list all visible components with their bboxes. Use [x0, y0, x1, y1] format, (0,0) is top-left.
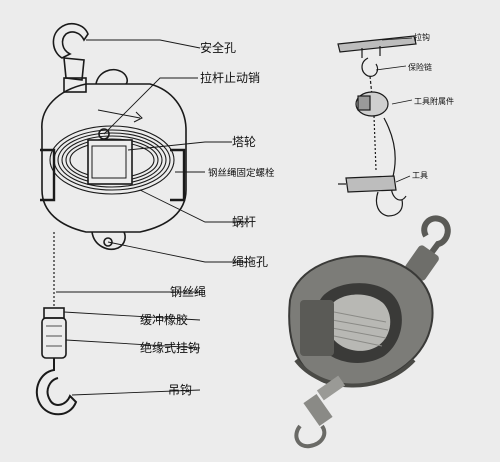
balancer-line-drawing [35, 22, 187, 416]
right-drum-band [170, 148, 186, 202]
photo-rope-outlet [316, 375, 346, 401]
hook-shackle [63, 57, 85, 81]
top-lug [95, 68, 128, 85]
leader-lines [56, 39, 246, 396]
usage-leader-lines [375, 37, 413, 183]
worm-shaft [97, 109, 141, 119]
main-labels: 安全孔 拉杆止动销 塔轮 钢丝绳固定螺栓 蜗杆 绳拖孔 钢丝绳 缓冲橡胶 绝缘式… [140, 40, 275, 397]
rope-guide-hole-mark [103, 237, 113, 247]
label-safety-hole: 安全孔 [200, 40, 236, 55]
photo-drum [330, 294, 391, 351]
hook-swivel [63, 77, 87, 93]
label-tool-attachment: 工具附属件 [414, 96, 454, 106]
tool-body-icon [345, 175, 397, 193]
photo-drum-ridges [331, 311, 389, 347]
mini-wire-rope [373, 115, 377, 171]
usage-labels: 拉钩 保险链 工具附属件 工具 [408, 32, 454, 180]
label-hanging-hook: 吊钩 [168, 383, 192, 397]
left-drum-band [40, 148, 56, 202]
insulated-ridges [46, 325, 62, 347]
label-safety-chain: 保险链 [408, 62, 432, 72]
label-pull-rod-stop-pin: 拉杆止动销 [200, 70, 260, 85]
tool-handle-loop [375, 191, 403, 217]
cone-wheel-core [87, 139, 133, 185]
bottom-hook-icon [35, 358, 78, 416]
label-worm: 蜗杆 [232, 214, 256, 229]
cone-wheel-inner [91, 145, 127, 179]
label-tool: 工具 [412, 171, 428, 180]
product-photo [288, 215, 451, 449]
photo-top-hook-icon [421, 215, 451, 254]
usage-sketch [337, 35, 417, 217]
worm-arrow [133, 111, 143, 123]
label-cone-wheel: 塔轮 [232, 135, 256, 149]
rail-hanger [361, 46, 381, 58]
label-wire-rope-fixing-bolt: 钢丝绳固定螺栓 [208, 167, 275, 179]
photo-side-plate [300, 300, 334, 356]
mini-balancer-cap [357, 95, 371, 111]
label-buffer-rubber: 缓冲橡胶 [140, 312, 188, 327]
housing-outline [41, 83, 187, 233]
photo-bottom-rim [294, 358, 416, 388]
overhead-rail [337, 35, 417, 53]
bottom-lug [91, 231, 126, 250]
label-insulated-hook: 绝缘式挂钩 [140, 340, 200, 355]
top-hook-icon [52, 22, 89, 59]
label-pull-hook: 拉钩 [414, 32, 430, 42]
photo-hook-stem [303, 393, 333, 427]
stop-pin-mark [98, 128, 110, 140]
photo-bottom-hook-icon [294, 424, 327, 449]
label-rope-guide-hole: 绳拖孔 [232, 255, 268, 269]
label-wire-rope: 钢丝绳 [170, 285, 206, 299]
